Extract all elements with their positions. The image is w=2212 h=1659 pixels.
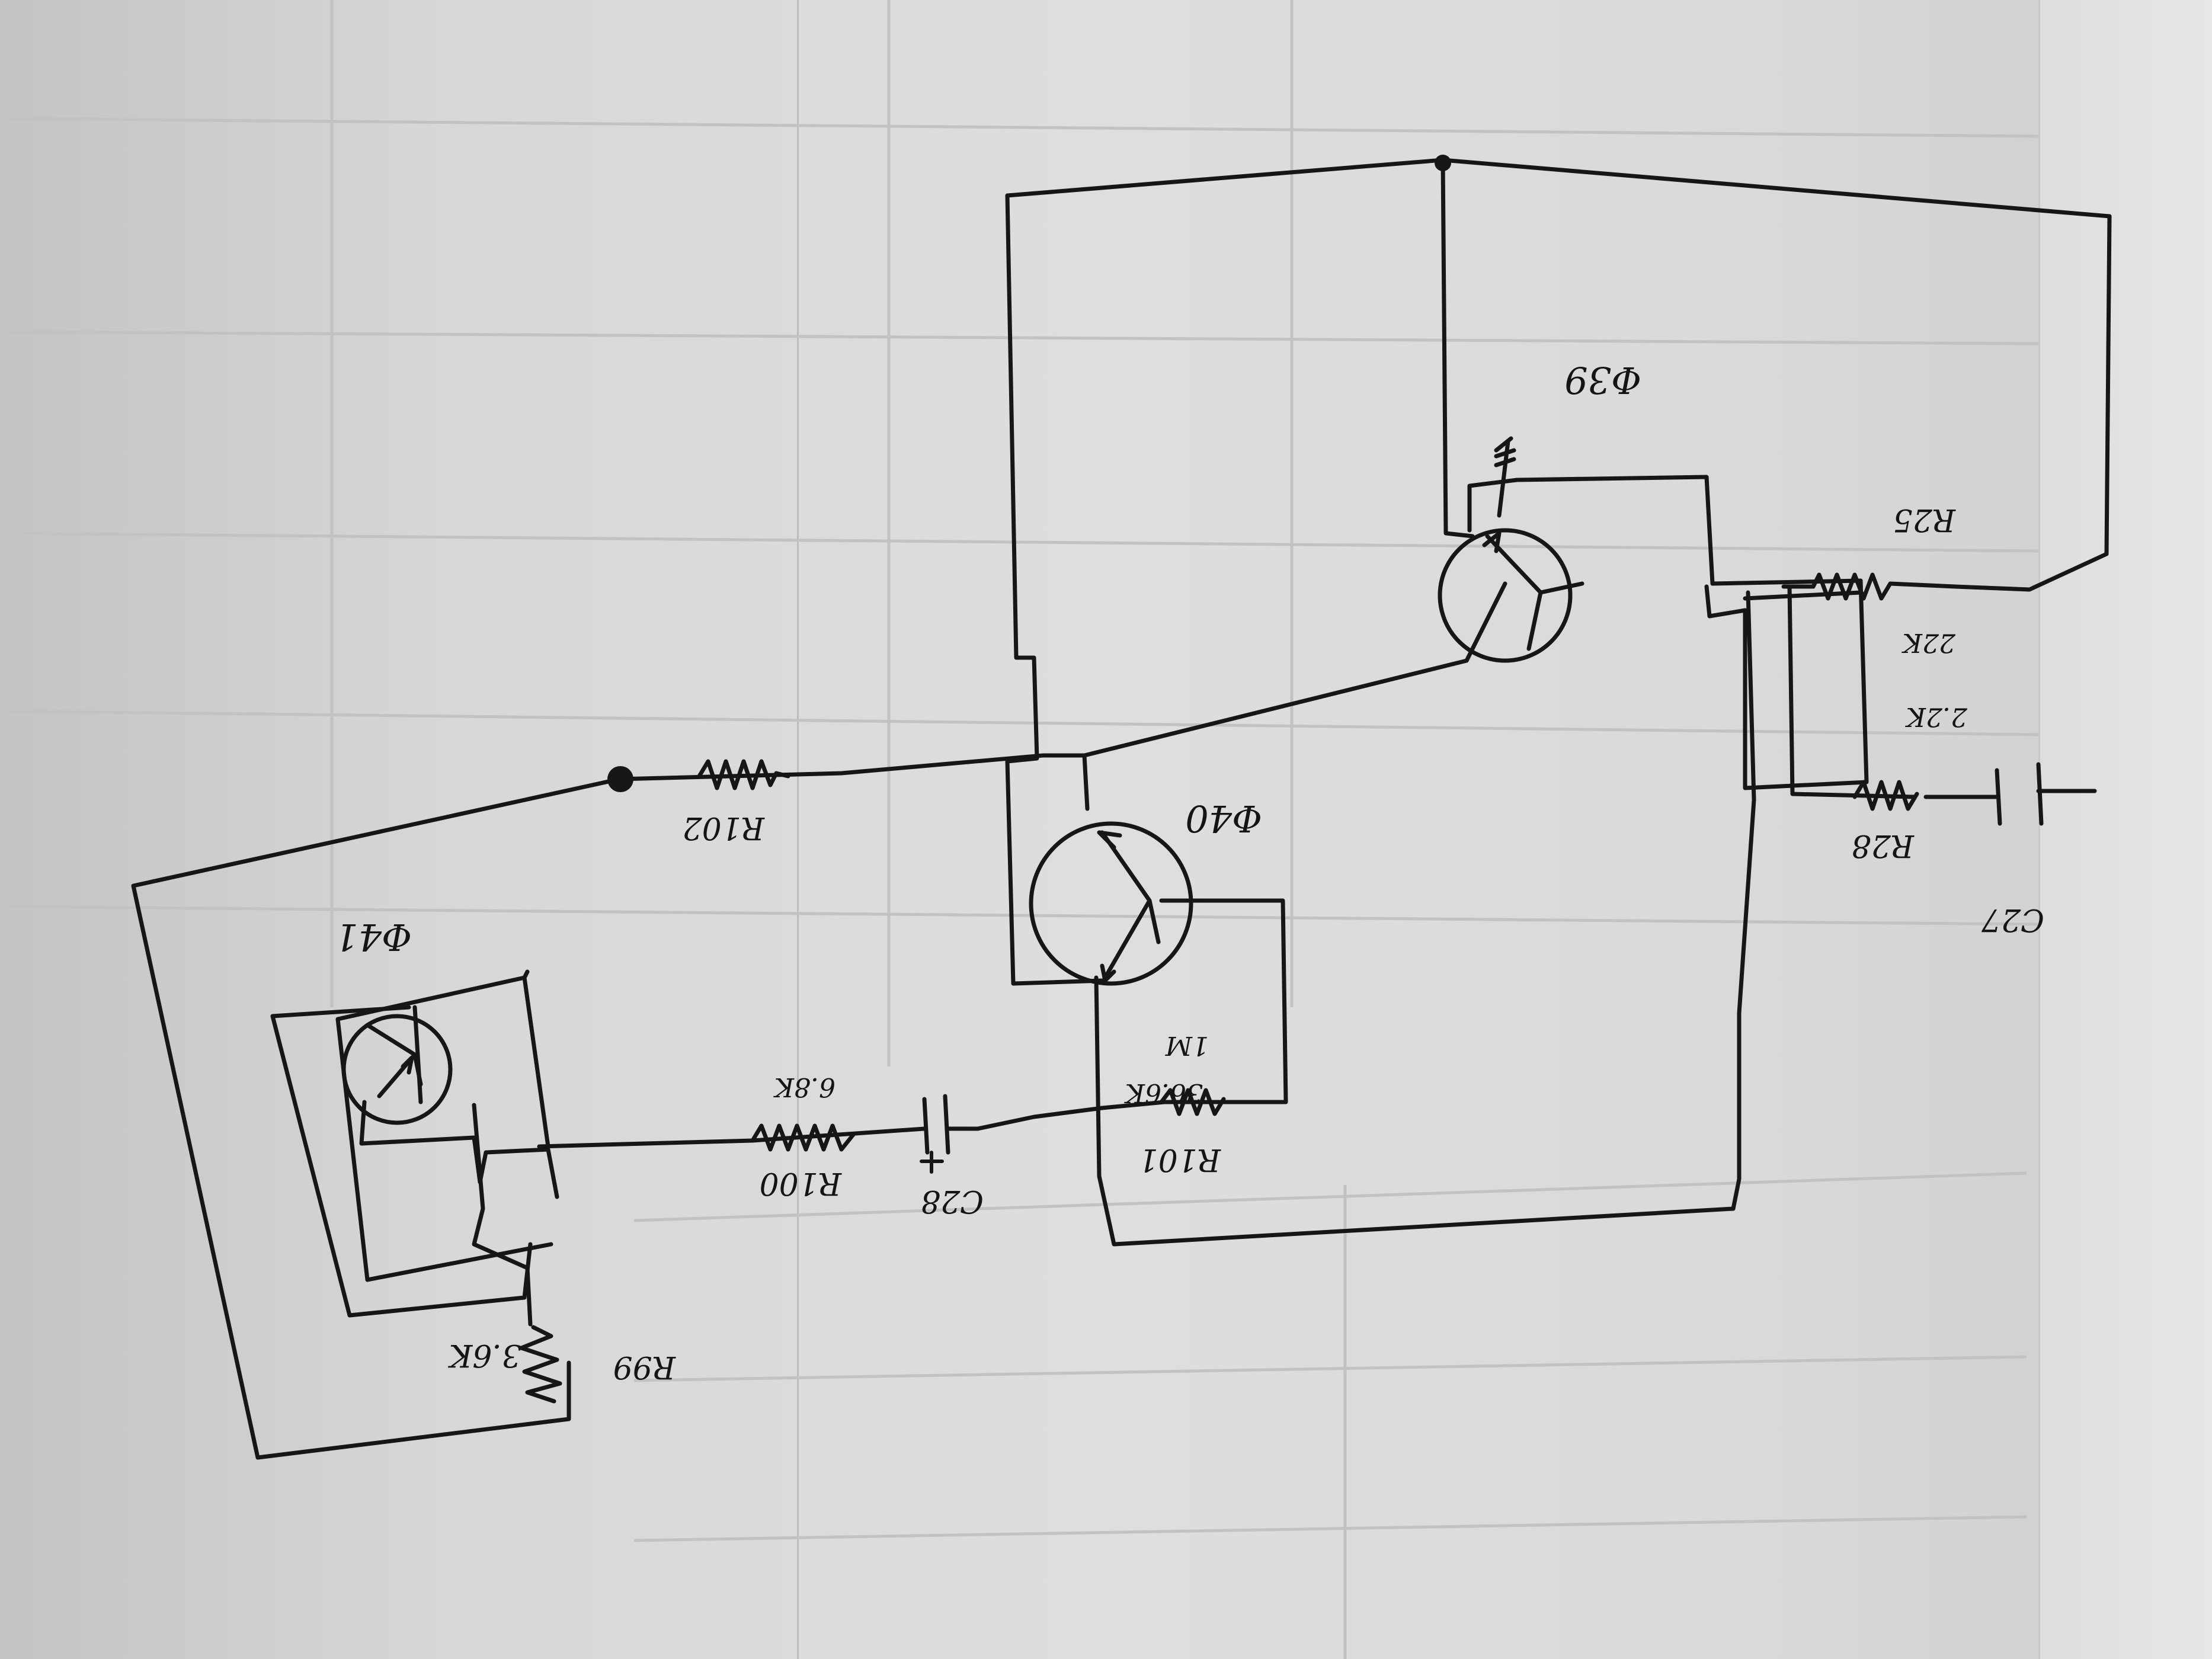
label-c28: C28 (921, 1183, 984, 1219)
resistor-r100 (750, 1123, 856, 1152)
label-r102: R102 (683, 810, 765, 845)
label-q40: Φ40 (1185, 797, 1262, 840)
label-c27: C27 (1981, 902, 2044, 937)
label-r99: R99 (613, 1349, 676, 1385)
label-r25: R25 (1893, 502, 1956, 537)
transistor-q41 (341, 1005, 453, 1125)
label-r101-value2: 1M (1165, 1030, 1209, 1061)
label-r101: R101 (1139, 1142, 1221, 1177)
label-q41: Φ41 (335, 915, 412, 959)
junction-top (1435, 155, 1451, 171)
label-r101-value: 36.6K (1124, 1078, 1203, 1108)
resistor-r99 (519, 1325, 562, 1404)
label-r100-value: 6.8K (773, 1072, 835, 1102)
wires (131, 158, 2112, 1460)
label-r28-value: 2.2K (1905, 702, 1968, 732)
resistor-r101 (1159, 1088, 1226, 1116)
transistor-q40 (1029, 821, 1193, 986)
resistor-r28 (1852, 780, 1919, 811)
capacitor-c27 (1995, 762, 2044, 826)
page-edge (2038, 0, 2212, 1659)
label-r25-value: 22K (1902, 627, 1956, 658)
label-r28: R28 (1852, 828, 1915, 863)
junction-r102 (607, 766, 633, 792)
resistor-r25 (1781, 572, 1958, 601)
background-table-grid (0, 0, 2039, 1659)
label-r100: R100 (760, 1165, 842, 1201)
label-r99-value: 3.6K (447, 1337, 521, 1373)
transistor-q39 (1438, 436, 1584, 663)
paper-fold-line (797, 0, 799, 1659)
label-q39: Φ39 (1564, 358, 1641, 402)
resistor-r102 (697, 759, 790, 790)
labels: Φ39 Φ40 Φ41 R25 22K 2.2K R28 C27 R102 1M… (335, 358, 2044, 1385)
capacitor-c28 (920, 1094, 980, 1174)
